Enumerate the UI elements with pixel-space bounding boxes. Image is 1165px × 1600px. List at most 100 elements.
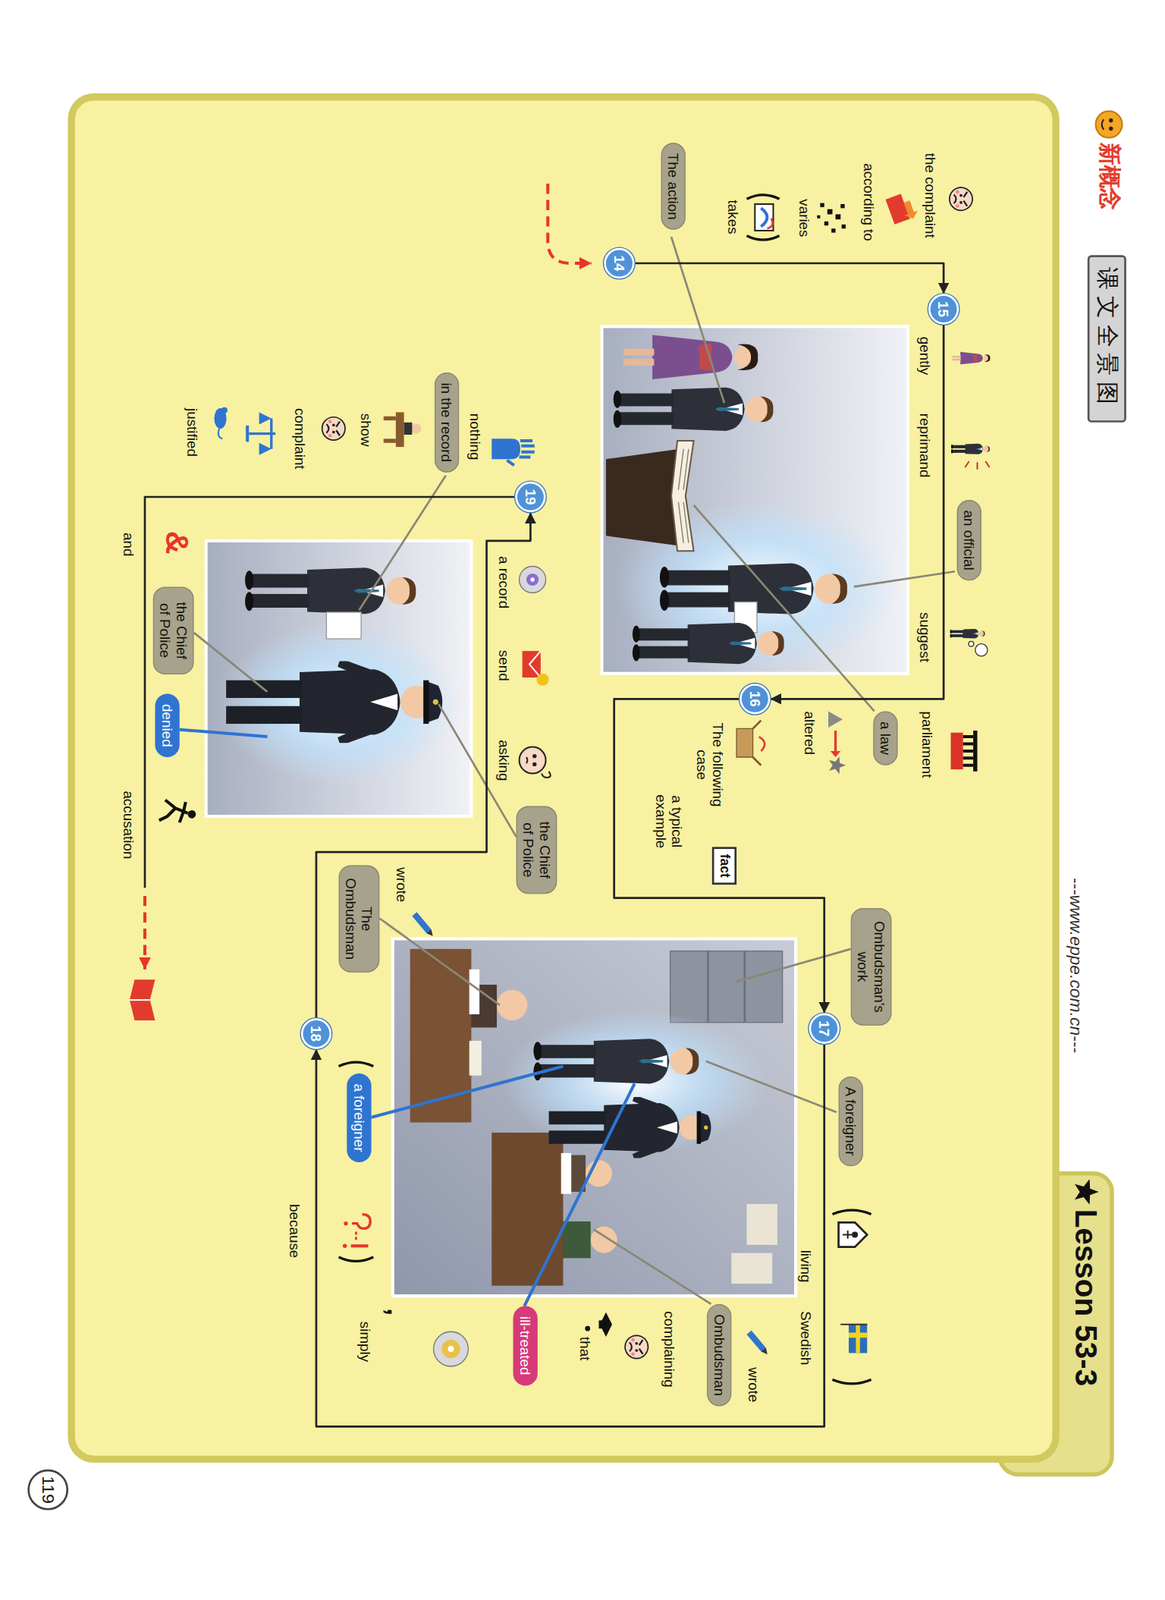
icon: [218, 428, 223, 439]
bracket: [832, 1378, 872, 1383]
icon: [491, 438, 521, 459]
term-pill-text: Ombudsman: [710, 1313, 728, 1396]
term-pill-text: in the record: [438, 382, 456, 462]
text-label: altered: [801, 710, 819, 755]
icon: [754, 204, 773, 231]
text-label: asking: [496, 739, 513, 781]
term-pill: Ombudsman: [706, 1303, 732, 1407]
yellow-panel: [71, 97, 1056, 1460]
icon: [447, 1345, 454, 1352]
icon: [827, 209, 833, 215]
icon: [840, 1323, 867, 1326]
flow-arrow: [769, 324, 944, 700]
text-label: nothing: [467, 413, 484, 461]
icon: [963, 736, 974, 766]
icon: [351, 1214, 371, 1229]
icon: [747, 1330, 770, 1357]
logo-mascot: [1108, 118, 1113, 123]
callout-number-text: 18: [307, 1025, 325, 1042]
text-label: living: [797, 1249, 815, 1283]
icon: [949, 187, 973, 211]
icon: [351, 1243, 369, 1247]
icon: [835, 213, 842, 220]
bracket: [339, 1256, 374, 1261]
callout-number-text: 14: [611, 255, 629, 272]
picture-panel-2: [206, 540, 472, 817]
website: ---www.eppe.com.cn---: [1064, 877, 1086, 1053]
text-label: the complaint: [922, 153, 939, 239]
icon: [426, 929, 435, 938]
icon: [900, 198, 921, 221]
icon: [816, 203, 846, 233]
term-pill: The action: [661, 142, 686, 230]
picture-panel-3: [491, 1132, 563, 1286]
lesson-title: Lesson 53-3: [1067, 1208, 1104, 1386]
picture-panel-3: [549, 1094, 712, 1160]
text-label: gently: [916, 336, 934, 375]
icon: [530, 577, 534, 581]
text-label: complaint: [292, 408, 309, 470]
icon: [841, 224, 846, 229]
term-pill-text: The Ombudsman: [342, 875, 376, 962]
picture-panel-3: [731, 1252, 773, 1284]
highlight-line: [179, 729, 635, 1307]
icon: [322, 417, 346, 440]
text-label: that: [577, 1336, 594, 1360]
leader-line: [706, 1061, 837, 1112]
text-label: a record: [496, 555, 513, 609]
picture-panel-3: [392, 938, 796, 1296]
icon: [885, 194, 911, 225]
leader-line: [379, 918, 500, 1005]
text-label: a typical example: [653, 780, 686, 863]
icon: [766, 218, 773, 229]
icon: [159, 799, 189, 823]
icon: [395, 411, 405, 447]
icon: [383, 438, 396, 443]
callout-number: 14: [603, 248, 635, 279]
logo-text: 新概念: [1095, 142, 1123, 211]
flow-arrow: [634, 263, 945, 294]
bracket: [339, 194, 872, 1384]
icon: [342, 1243, 347, 1248]
icon: [840, 204, 845, 208]
icon: [259, 411, 272, 455]
icon: [129, 187, 991, 1366]
picture-panel-1: [632, 622, 785, 664]
picture-panel-3: [747, 1203, 778, 1245]
icon: [848, 1324, 867, 1354]
text-label: parliament: [919, 710, 936, 778]
leader-line: [593, 1229, 712, 1304]
text-label: complaining: [661, 1310, 679, 1387]
text-label: wrote: [393, 866, 411, 902]
flow-arrow: [316, 511, 531, 1018]
highlight-line: [371, 1066, 564, 1118]
icon: [624, 1334, 648, 1358]
text-label: and: [120, 532, 138, 556]
term-pill-text: A foreigner: [842, 1086, 860, 1156]
icon: [816, 215, 820, 219]
icon: [526, 573, 539, 586]
leader-line: [194, 632, 268, 692]
text-label: send: [496, 650, 513, 682]
term-pill: A foreigner: [838, 1076, 864, 1166]
picture-panel-1: [623, 335, 758, 380]
leader-line: [671, 236, 725, 403]
icon: [753, 720, 762, 766]
text-label: accusation: [120, 790, 138, 859]
icon: [951, 443, 990, 455]
text-label: suggest: [916, 612, 934, 663]
picture-panel-3: [561, 1152, 572, 1194]
term-pill-text: a law: [877, 721, 895, 755]
icon: [343, 1221, 348, 1225]
term-pill-text: the Chief of Police: [157, 596, 190, 665]
icon: [411, 911, 431, 933]
picture-panel-1: [678, 449, 688, 544]
icon: [736, 728, 754, 757]
leader-line: [854, 571, 955, 587]
icon: [129, 979, 156, 1021]
text-label: varies: [796, 198, 814, 237]
title-star: [1074, 1178, 1100, 1204]
picture-panel-1: [602, 326, 909, 673]
bracket: [832, 1209, 872, 1214]
icon: [973, 730, 977, 772]
